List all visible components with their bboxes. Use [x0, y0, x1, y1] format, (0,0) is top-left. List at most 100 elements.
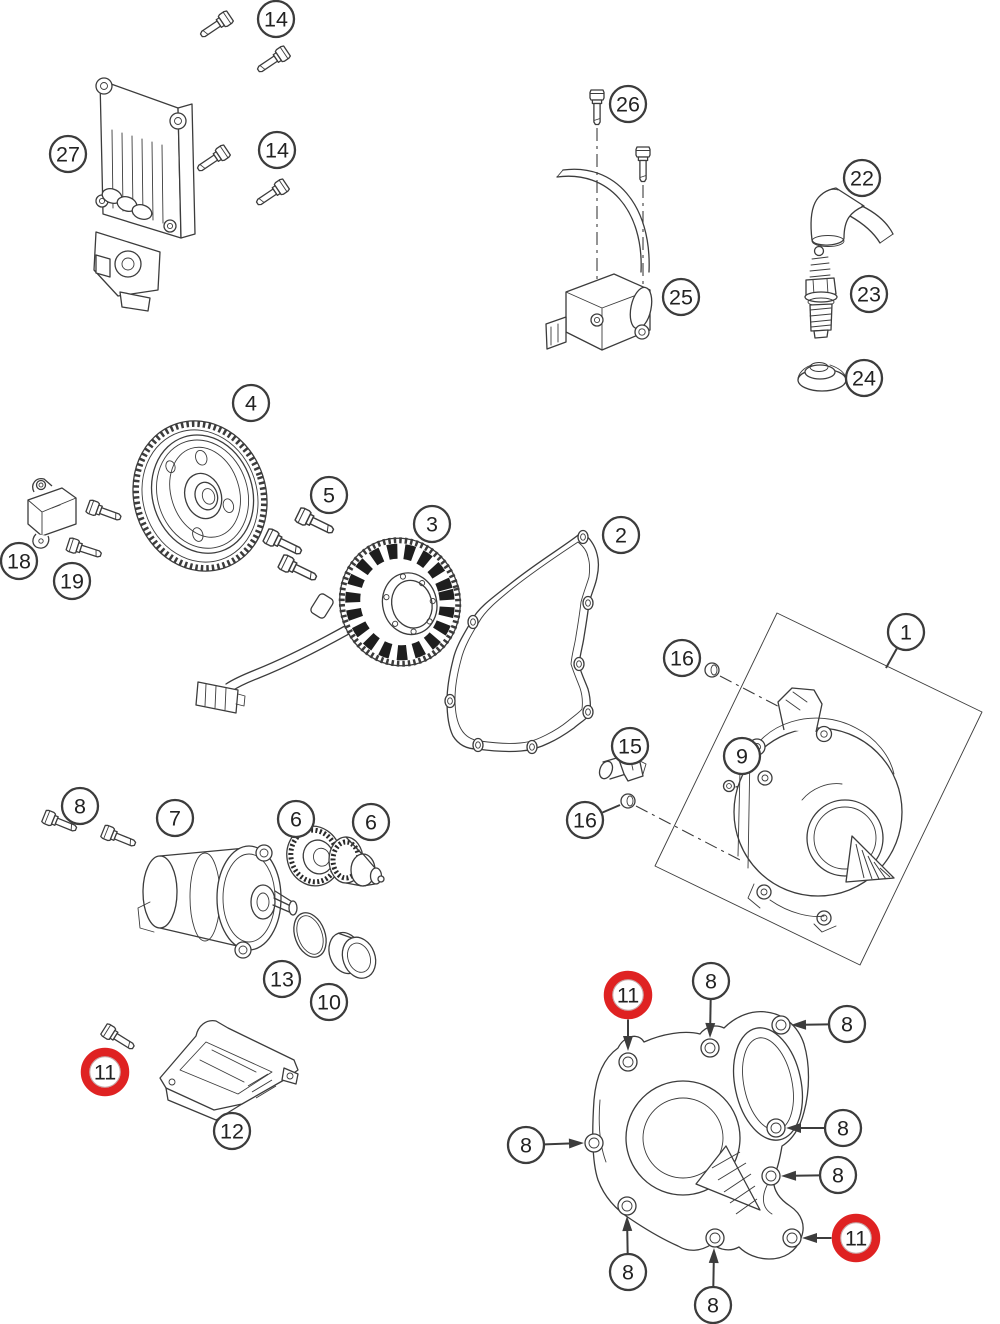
callout-8[interactable]: 8 [791, 1004, 867, 1044]
part-screw-16-lower [620, 793, 741, 861]
callout-circle [842, 158, 882, 198]
callout-circle [693, 1285, 733, 1324]
callout-inner-ring [612, 979, 644, 1011]
callout-circle-highlighted [603, 970, 653, 1020]
callout-circle [412, 504, 452, 544]
callout-22[interactable]: 22 [842, 158, 882, 198]
callout-18[interactable]: 18 [0, 541, 39, 581]
callout-circle [565, 800, 605, 840]
callout-number: 1 [900, 621, 912, 645]
callout-leader-line [885, 648, 898, 669]
part-pickup-sensor [27, 478, 77, 549]
callout-16[interactable]: 16 [662, 638, 702, 678]
callout-26[interactable]: 26 [608, 84, 648, 124]
callout-circle [48, 134, 88, 174]
callout-number: 2 [615, 524, 627, 548]
callout-4[interactable]: 4 [231, 383, 271, 423]
callout-14[interactable]: 14 [256, 0, 296, 39]
callout-inner-ring [840, 1222, 872, 1254]
callout-23[interactable]: 23 [849, 274, 889, 314]
callout-1[interactable]: 1 [885, 612, 926, 669]
callout-circle [662, 638, 702, 678]
callout-circle [608, 1252, 648, 1292]
callout-2[interactable]: 2 [601, 515, 641, 555]
callout-7[interactable]: 7 [155, 798, 195, 838]
callout-arrowhead [791, 1019, 807, 1030]
callout-15[interactable]: 15 [610, 726, 650, 766]
callout-arrowhead [708, 1248, 719, 1264]
callout-circle [0, 541, 39, 581]
callout-number: 12 [220, 1120, 244, 1144]
callout-8[interactable]: 8 [60, 786, 100, 826]
callout-circle [256, 0, 296, 39]
callout-circle [351, 802, 391, 842]
callout-8[interactable]: 8 [781, 1155, 858, 1195]
part-o-ring [293, 912, 327, 958]
callout-6[interactable]: 6 [351, 802, 391, 842]
callout-5[interactable]: 5 [309, 475, 349, 515]
callout-number: 15 [618, 735, 642, 759]
callout-27[interactable]: 27 [48, 134, 88, 174]
callout-25[interactable]: 25 [661, 277, 701, 317]
callout-arrowhead [705, 1022, 716, 1038]
callout-circle [601, 515, 641, 555]
callout-circle [262, 959, 302, 999]
callout-circle-highlighted [80, 1047, 130, 1097]
callout-24[interactable]: 24 [844, 358, 884, 398]
callout-circle [52, 561, 92, 601]
callout-layer: 14 26 22 27 14 23 25 24 4 5 3 2 18 19 1 16 15 9 16 8 7 6 6 1310… [0, 0, 926, 1324]
callout-9[interactable]: 9 [722, 736, 762, 776]
callout-10[interactable]: 10 [309, 982, 349, 1022]
callout-12[interactable]: 12 [212, 1111, 252, 1151]
callout-arrowhead [802, 1233, 817, 1243]
callout-number: 8 [841, 1013, 853, 1037]
callout-number: 3 [426, 513, 438, 537]
callout-arrowhead [781, 1170, 797, 1181]
callout-number: 16 [670, 647, 694, 671]
callout-11-highlighted[interactable]: 11 [80, 1047, 130, 1097]
part-ignition-coil [545, 168, 653, 351]
callout-number: 25 [669, 286, 693, 310]
callout-19[interactable]: 19 [52, 561, 92, 601]
callout-16[interactable]: 16 [565, 800, 621, 840]
callout-number: 26 [616, 93, 640, 117]
callout-circle [506, 1125, 546, 1165]
callout-number: 7 [169, 807, 181, 831]
callout-11-highlighted[interactable]: 11 [802, 1213, 881, 1263]
callout-number: 19 [60, 570, 84, 594]
callout-14[interactable]: 14 [257, 130, 297, 170]
callout-number: 5 [323, 484, 335, 508]
part-control-unit [93, 77, 196, 312]
callout-number: 14 [265, 139, 289, 163]
part-sealing-cap [797, 362, 847, 392]
part-starter-drive [328, 836, 385, 887]
callout-8[interactable]: 8 [506, 1125, 584, 1165]
part-flywheel [132, 420, 268, 572]
callout-number: 8 [707, 1294, 719, 1318]
callout-6[interactable]: 6 [276, 799, 316, 839]
callout-circle [257, 130, 297, 170]
callout-8[interactable]: 8 [691, 961, 731, 1038]
callout-circle [691, 961, 731, 1001]
callout-number: 8 [705, 970, 717, 994]
callout-circle [231, 383, 271, 423]
callout-11-highlighted[interactable]: 11 [603, 970, 653, 1051]
callout-8[interactable]: 8 [608, 1216, 648, 1292]
callout-circle [60, 786, 100, 826]
callout-number: 8 [622, 1261, 634, 1285]
callout-circle [661, 277, 701, 317]
callout-3[interactable]: 3 [412, 504, 452, 544]
callout-number: 27 [56, 143, 80, 167]
callout-8[interactable]: 8 [786, 1108, 863, 1148]
callout-13[interactable]: 13 [262, 959, 302, 999]
callout-circle [823, 1108, 863, 1148]
callout-8[interactable]: 8 [693, 1248, 733, 1324]
callout-circle [212, 1111, 252, 1151]
callout-number: 18 [7, 550, 31, 574]
part-gasket [444, 529, 600, 755]
callout-number: 6 [365, 811, 377, 835]
callout-arrowhead [622, 1216, 633, 1232]
part-bushing [328, 931, 377, 979]
callout-circle [844, 358, 884, 398]
